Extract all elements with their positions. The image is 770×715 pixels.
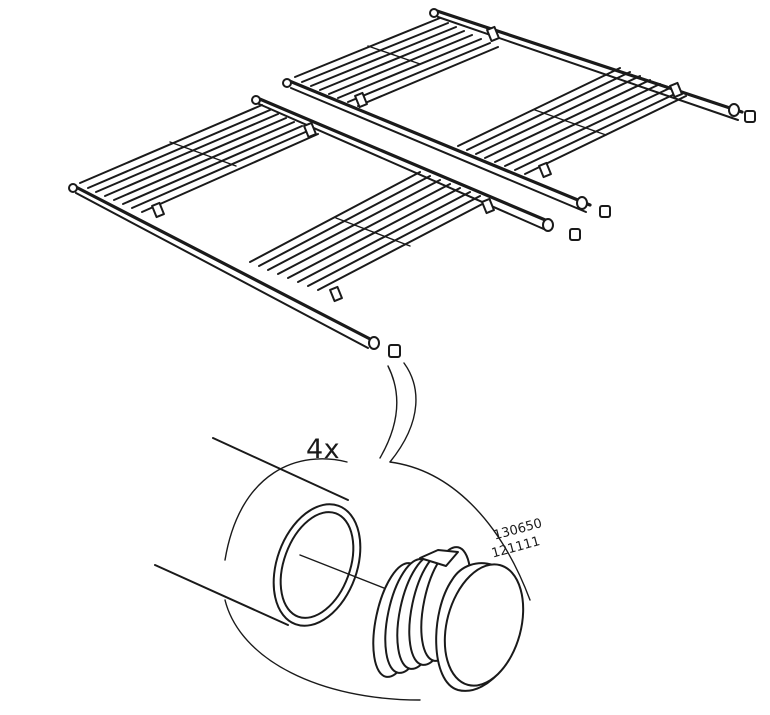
back-rack-plugs	[576, 103, 756, 218]
end-cap-plug-detail	[372, 546, 525, 692]
detail-callout-outline	[224, 362, 531, 701]
back-rack-shelf-right	[457, 67, 687, 179]
front-rack-shelf-left	[79, 104, 319, 219]
front-rack-plugs	[368, 218, 581, 358]
quantity-label: 4x	[306, 434, 341, 465]
front-rack-shelf-right	[249, 171, 495, 303]
tube-detail	[154, 437, 441, 627]
front-rack-frame	[68, 95, 552, 349]
back-rack-frame	[282, 8, 744, 213]
back-rack-shelf-left	[294, 17, 500, 109]
